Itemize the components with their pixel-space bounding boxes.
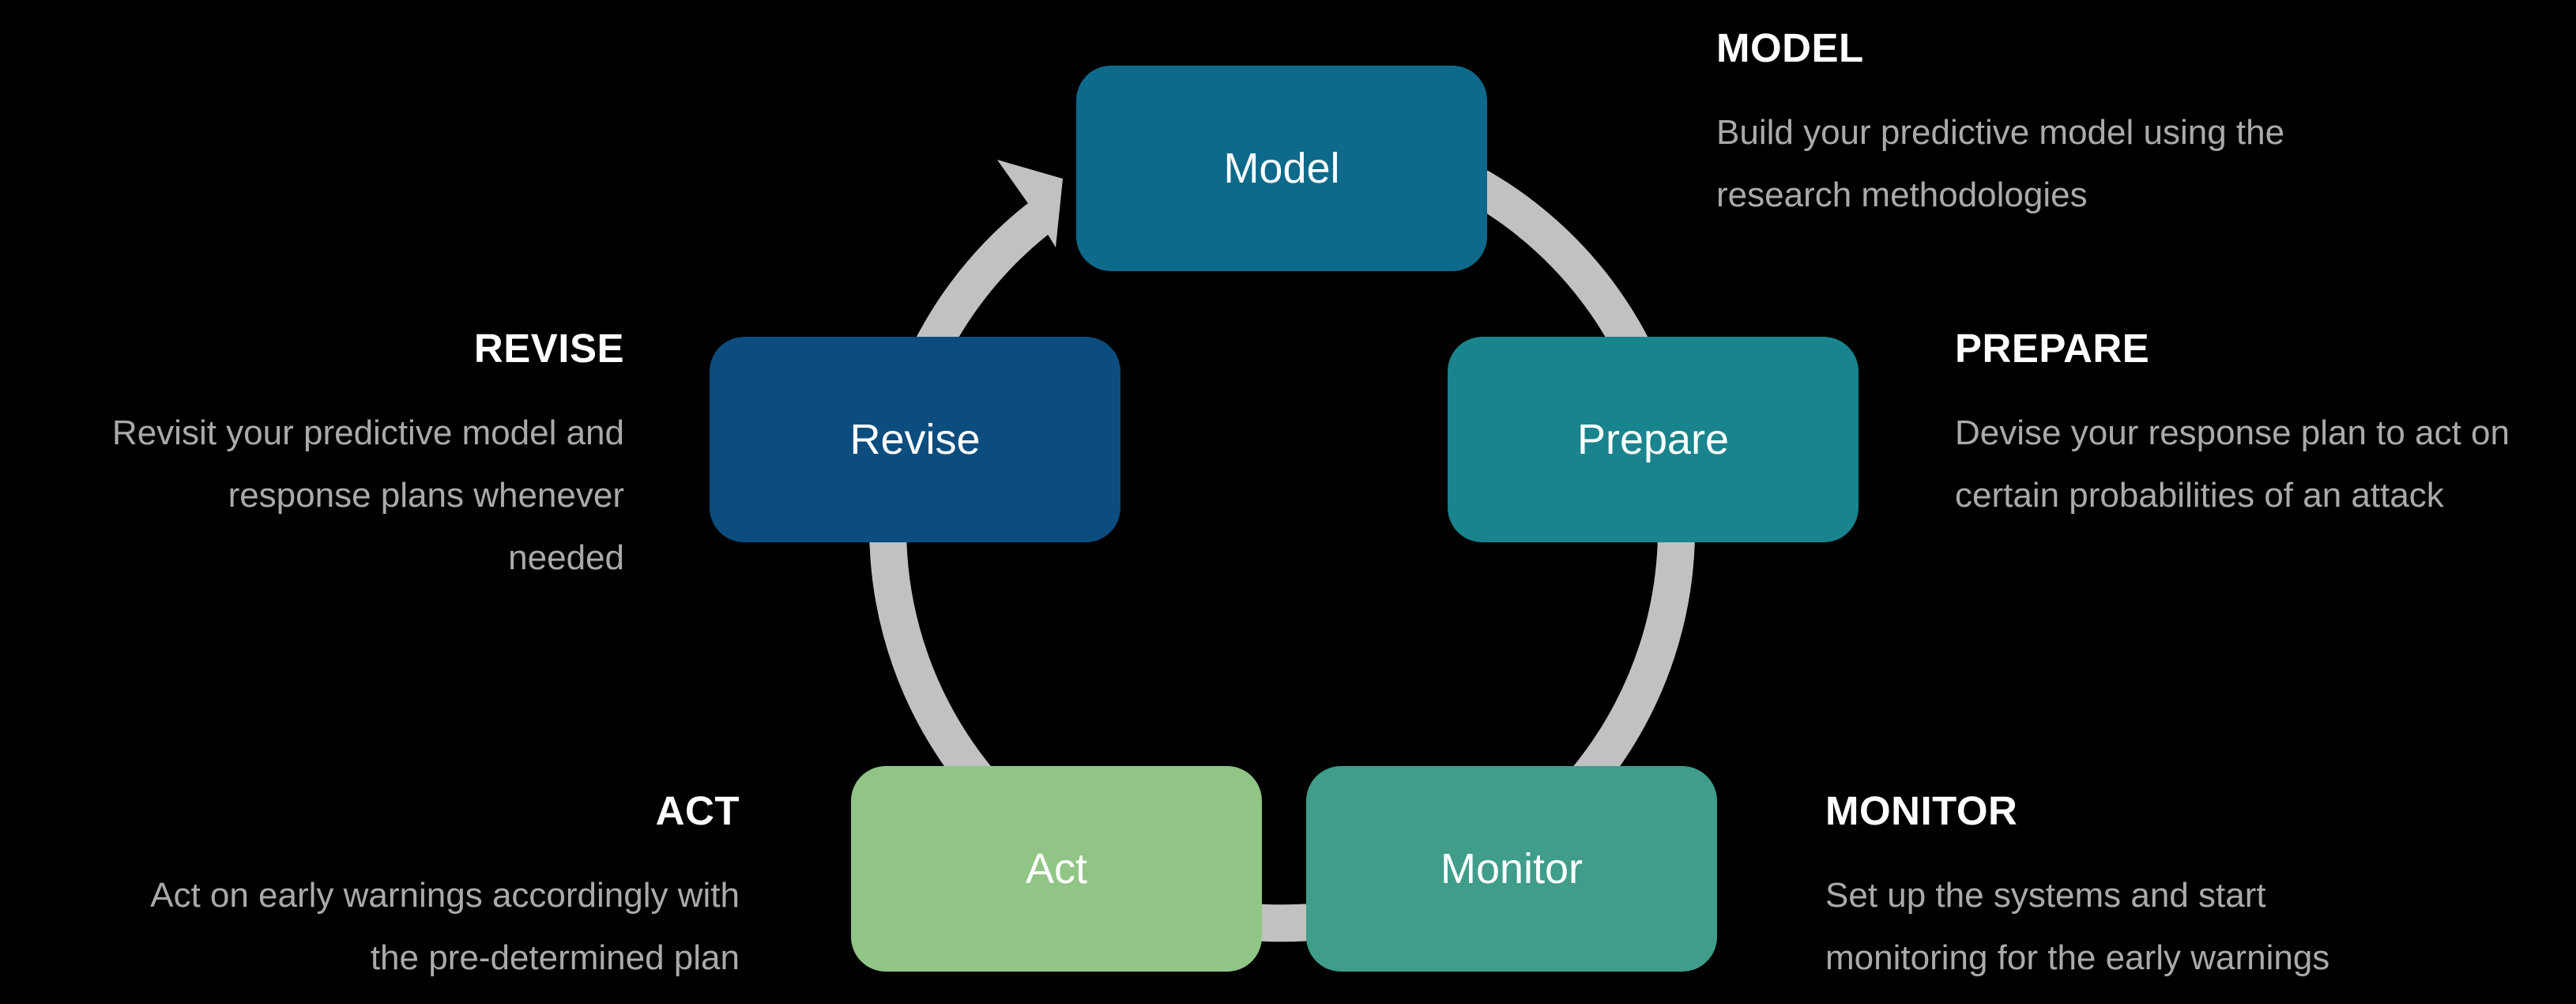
annotation-model-line1: Build your predictive model using the	[1716, 113, 2285, 152]
annotation-act-line2: the pre-determined plan	[370, 938, 740, 977]
step-box-model: Model	[1076, 66, 1487, 271]
step-box-act-label: Act	[1025, 845, 1088, 893]
annotation-monitor-line1: Set up the systems and start	[1825, 876, 2266, 915]
annotation-monitor-line2: monitoring for the early warnings	[1825, 938, 2330, 977]
step-box-monitor-label: Monitor	[1440, 845, 1584, 893]
annotation-revise-description: Revisit your predictive model and respon…	[107, 402, 624, 589]
step-box-act: Act	[851, 766, 1262, 972]
annotation-model-line2: research methodologies	[1716, 176, 2088, 214]
annotation-act-heading: ACT	[655, 788, 740, 833]
annotation-revise-heading: REVISE	[473, 326, 624, 371]
annotation-act: ACT Act on early warnings accordingly wi…	[138, 791, 740, 989]
annotation-revise: REVISE Revisit your predictive model and…	[107, 328, 624, 589]
annotation-model-description: Build your predictive model using the re…	[1716, 101, 2372, 226]
annotation-prepare-description: Devise your response plan to act on cert…	[1955, 402, 2532, 527]
annotation-act-line1: Act on early warnings accordingly with	[150, 876, 740, 915]
annotation-model-heading: MODEL	[1716, 25, 1864, 70]
annotation-prepare-line1: Devise your response plan to act on	[1955, 413, 2510, 452]
step-box-revise: Revise	[710, 337, 1120, 542]
annotation-act-description: Act on early warnings accordingly with t…	[138, 864, 740, 989]
annotation-revise-line1: Revisit your predictive model and	[111, 413, 624, 452]
arrow-head-icon	[997, 160, 1063, 247]
step-box-prepare-label: Prepare	[1576, 416, 1730, 463]
step-box-monitor: Monitor	[1306, 766, 1717, 972]
step-box-prepare: Prepare	[1448, 337, 1859, 542]
annotation-monitor-description: Set up the systems and start monitoring …	[1825, 864, 2457, 989]
annotation-prepare-heading: PREPARE	[1955, 326, 2150, 371]
step-box-revise-label: Revise	[849, 416, 981, 463]
annotation-monitor-heading: MONITOR	[1825, 788, 2018, 833]
annotation-prepare-line2: certain probabilities of an attack	[1955, 476, 2444, 515]
annotation-prepare: PREPARE Devise your response plan to act…	[1955, 328, 2532, 527]
annotation-revise-line2: response plans whenever needed	[228, 476, 624, 577]
step-box-model-label: Model	[1223, 145, 1340, 192]
annotation-model: MODEL Build your predictive model using …	[1716, 28, 2372, 226]
annotation-monitor: MONITOR Set up the systems and start mon…	[1825, 791, 2457, 989]
